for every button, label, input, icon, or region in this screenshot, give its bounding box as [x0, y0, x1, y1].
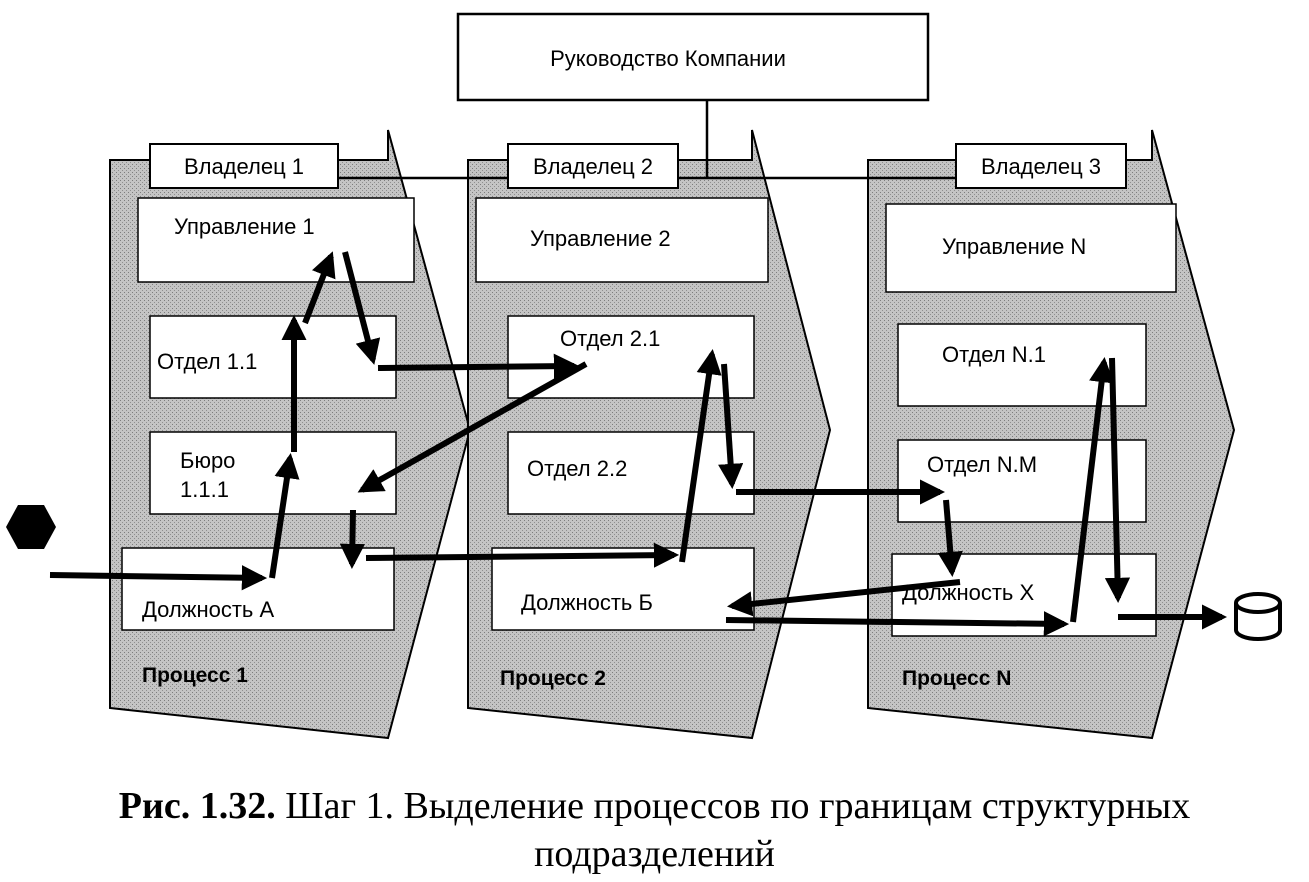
data-store-icon [1234, 592, 1282, 641]
flow-arrow [357, 361, 588, 493]
owner-1-label: Владелец 1 [184, 154, 304, 179]
p2-dept-1-label: Отдел 2.1 [560, 326, 660, 351]
p1-dept-box [149, 315, 397, 399]
flow-arrow [269, 453, 300, 579]
flow-arrow [718, 363, 744, 490]
process-diagram: Руководство Компании Владелец 1 Владелец… [6, 12, 1282, 740]
flow-arrows [49, 251, 1228, 637]
p1-dept-label: Отдел 1.1 [157, 349, 257, 374]
flow-arrow [377, 353, 580, 379]
figure-caption: Рис. 1.32. Шаг 1. Выделение процессов по… [0, 782, 1309, 878]
caption-text-line-2: подразделений [534, 833, 775, 875]
flow-arrow [679, 349, 722, 563]
company-management-label: Руководство Компании [550, 46, 786, 71]
owner-3-label: Владелец 3 [981, 154, 1101, 179]
flow-arrow [937, 499, 963, 578]
p1-bureau-label-line1: Бюро [180, 448, 235, 473]
p1-position-label: Должность А [142, 597, 274, 622]
owner-2-label: Владелец 2 [533, 154, 653, 179]
owner-2-tab [507, 143, 679, 189]
flow-arrow [342, 251, 381, 365]
p2-management-label: Управление 2 [530, 226, 671, 251]
pn-dept-1-label: Отдел N.1 [942, 342, 1046, 367]
flow-arrow [302, 251, 336, 325]
flow-arrow [365, 542, 680, 568]
p2-management-box [475, 197, 769, 283]
flow-arrow [1104, 357, 1131, 604]
flow-arrow [49, 565, 268, 591]
flow-arrow [1070, 356, 1115, 623]
process-1-name: Процесс 1 [142, 664, 248, 687]
pn-management-box [885, 203, 1177, 293]
caption-figure-number: Рис. 1.32. [118, 785, 276, 827]
p2-position-label: Должность Б [521, 590, 653, 615]
p1-management-box [137, 197, 415, 283]
process-n-name: Процесс N [902, 667, 1011, 690]
owner-3-tab [955, 143, 1127, 189]
caption-text-line-1: Шаг 1. Выделение процессов по границам с… [285, 785, 1191, 827]
p1-bureau-box [149, 431, 397, 515]
flow-arrow [339, 509, 365, 570]
process-2-name: Процесс 2 [500, 667, 606, 690]
flow-arrow [725, 611, 1070, 637]
p2-dept-2-label: Отдел 2.2 [527, 456, 627, 481]
p1-bureau-label-line2: 1.1.1 [180, 477, 229, 502]
owner-1-tab [149, 143, 339, 189]
start-event-icon [6, 505, 56, 549]
caption-line-1: Рис. 1.32. Шаг 1. Выделение процессов по… [0, 782, 1309, 830]
pn-dept-m-label: Отдел N.M [927, 452, 1037, 477]
flow-arrow [726, 579, 961, 617]
pn-management-label: Управление N [942, 234, 1086, 259]
p2-dept-2-box [507, 431, 755, 515]
company-management-box [456, 12, 930, 102]
p2-position-box [491, 547, 755, 631]
p1-management-label: Управление 1 [174, 214, 315, 239]
